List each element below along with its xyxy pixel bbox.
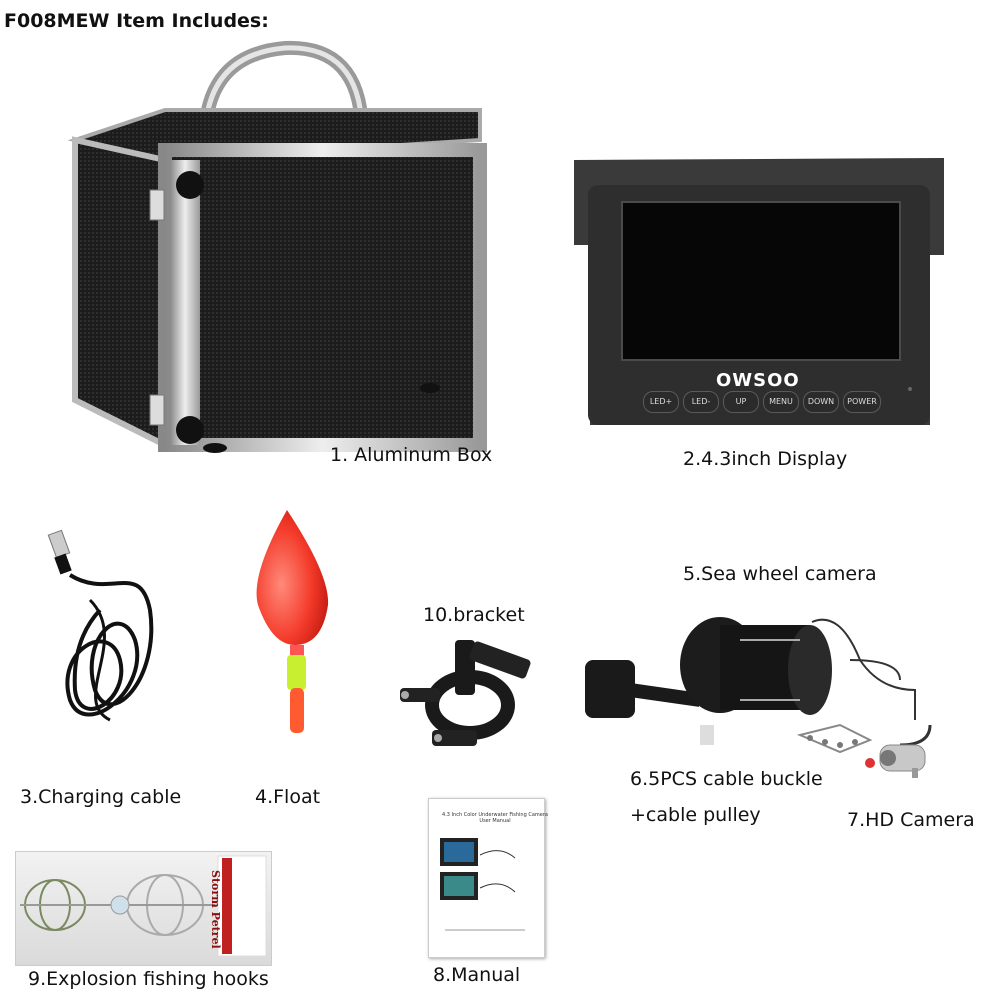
cable-pulley-label: +cable pulley bbox=[630, 804, 761, 826]
aluminum-box-label: 1. Aluminum Box bbox=[330, 444, 493, 466]
fishing-hooks-package bbox=[15, 851, 272, 966]
float-label: 4.Float bbox=[255, 786, 321, 808]
sea-wheel-camera-label: 5.Sea wheel camera bbox=[683, 563, 877, 585]
display-brand-logo: OWSOO bbox=[716, 370, 800, 391]
fishing-hooks-label: 9.Explosion fishing hooks bbox=[28, 968, 269, 990]
page-title: F008MEW Item Includes: bbox=[4, 10, 269, 32]
manual-title: 4.3 Inch Color Underwater Fishing Camera… bbox=[442, 812, 548, 824]
display-label: 2.4.3inch Display bbox=[683, 448, 848, 470]
menu-button: MENU bbox=[763, 391, 799, 413]
up-button: UP bbox=[723, 391, 759, 413]
down-button: DOWN bbox=[803, 391, 839, 413]
hd-camera-label: 7.HD Camera bbox=[847, 809, 975, 831]
manual-label: 8.Manual bbox=[433, 964, 521, 986]
bracket-label: 10.bracket bbox=[423, 604, 525, 626]
led-minus-button: LED- bbox=[683, 391, 719, 413]
cable-buckle-label: 6.5PCS cable buckle bbox=[630, 768, 823, 790]
led-plus-button: LED+ bbox=[643, 391, 679, 413]
power-button: POWER bbox=[843, 391, 881, 413]
package-brand: Storm Petrel bbox=[209, 870, 222, 949]
charging-cable-label: 3.Charging cable bbox=[20, 786, 182, 808]
